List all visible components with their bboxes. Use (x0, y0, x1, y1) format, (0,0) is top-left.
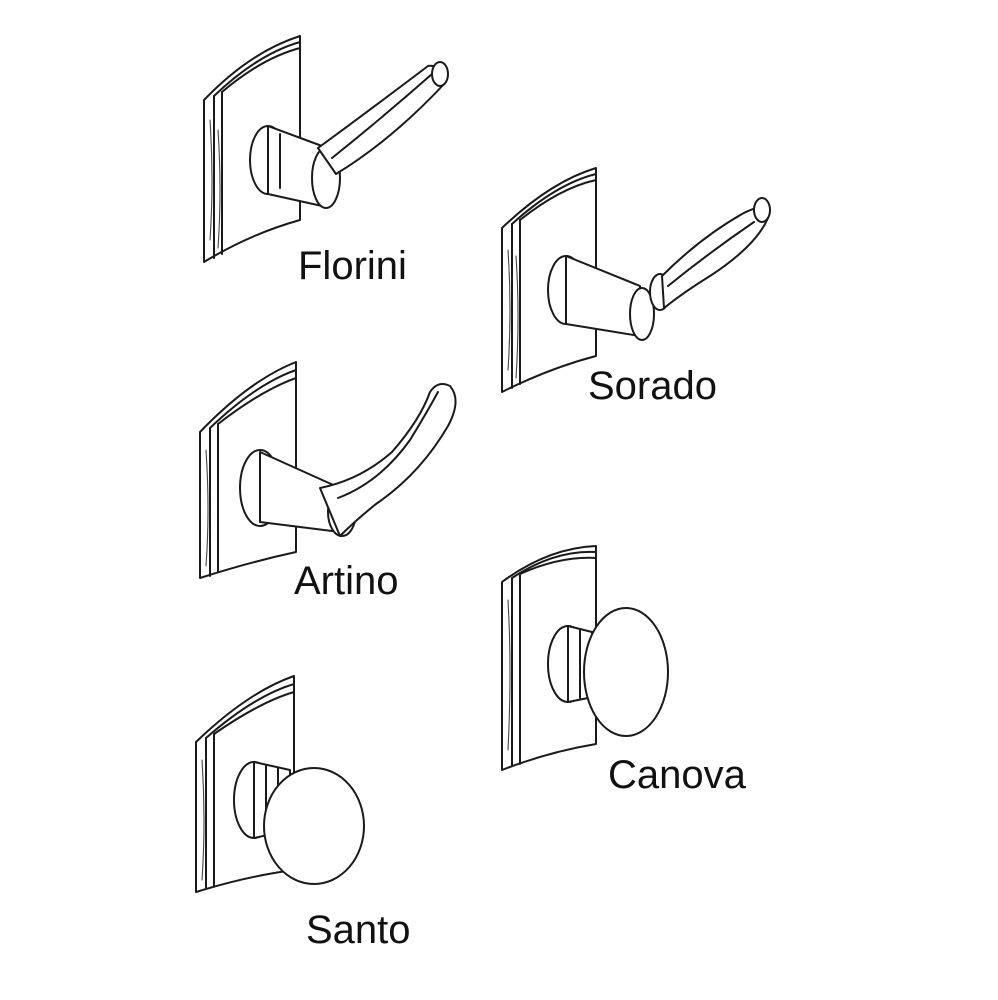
artino-lever-icon (199, 361, 457, 579)
product-label-canova: Canova (608, 753, 746, 797)
product-label-sorado: Sorado (588, 364, 717, 408)
product-label-santo: Santo (306, 908, 411, 952)
product-label-artino: Artino (294, 559, 399, 603)
product-label-florini: Florini (298, 244, 407, 288)
sorado-lever-icon (501, 167, 771, 393)
santo-knob-icon (195, 675, 365, 893)
florini-lever-icon (203, 35, 449, 263)
canova-knob-icon (501, 545, 669, 771)
